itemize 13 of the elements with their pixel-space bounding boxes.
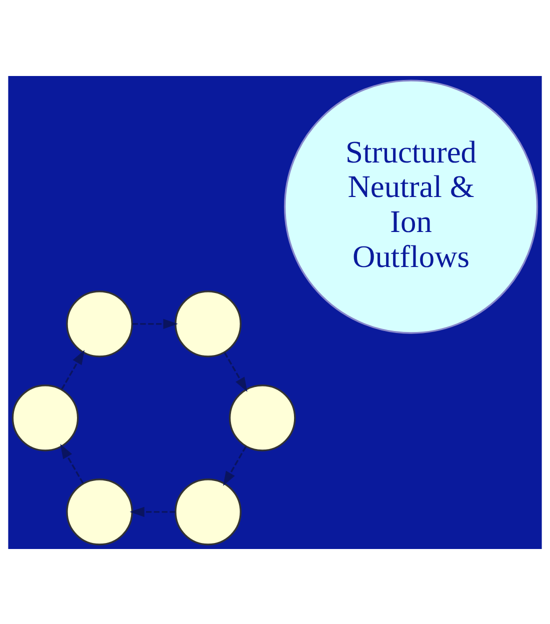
node-circle [174,290,242,357]
arrow [132,318,178,329]
node-circle [12,384,79,451]
node-circle [174,478,242,545]
node-circle [66,290,133,357]
arrow [224,352,248,392]
node-circle [66,478,133,545]
arrow [223,446,246,486]
arrow [60,443,84,484]
arrow [61,349,85,390]
arrow [130,506,176,517]
node-circle [228,384,296,451]
node-circle: Structured Neutral & Ion Outflows [284,79,538,334]
